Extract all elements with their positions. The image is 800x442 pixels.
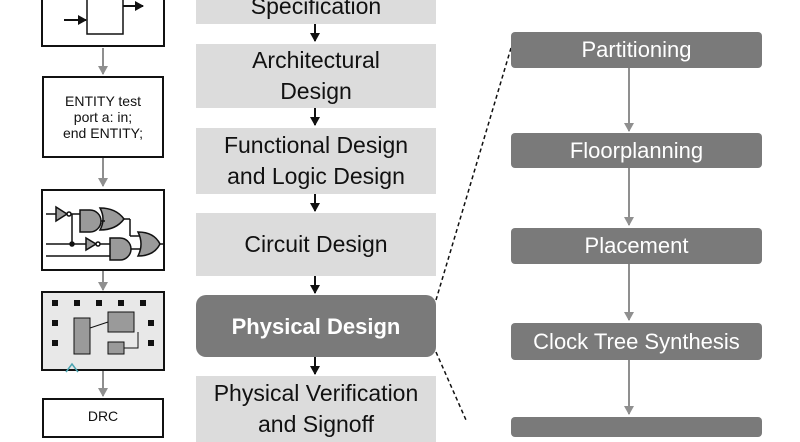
chip-layout-icon [41, 291, 165, 373]
step-circuit-design: Circuit Design [196, 213, 436, 276]
logic-gates-icon [41, 189, 165, 271]
step-specification-label: Specification [250, 0, 382, 19]
step-specification: Specification [196, 0, 436, 24]
drc-box: DRC [42, 398, 164, 438]
substep-floorplanning: Floorplanning [511, 133, 762, 168]
zoom-dashed-lines [435, 47, 512, 420]
step-circuit-design-label: Circuit Design [244, 231, 388, 257]
substep-partitioning: Partitioning [511, 32, 762, 68]
zoom-line-bottom [435, 351, 467, 420]
step-functional-logic-design: Functional Design and Logic Design [196, 128, 436, 194]
step-architectural-design-label: Architectural Design [252, 47, 380, 104]
substep-clock-tree-synthesis-label: Clock Tree Synthesis [533, 328, 740, 354]
step-architectural-design: Architectural Design [196, 44, 436, 108]
substep-partitioning-label: Partitioning [581, 37, 692, 62]
design-flow-diagram: ENTITY test port a: in; end ENTITY; DRC … [41, 0, 762, 442]
substep-next-partial [511, 417, 762, 437]
step-physical-design-label: Physical Design [231, 313, 401, 339]
step-functional-logic-design-label: Functional Design and Logic Design [223, 132, 409, 189]
connector-layer [41, 0, 634, 420]
hdl-code-snippet: ENTITY test port a: in; end ENTITY; [42, 76, 164, 158]
step-physical-verification-signoff: Physical Verification and Signoff [196, 376, 436, 442]
block-diagram-icon [41, 0, 165, 47]
substep-clock-tree-synthesis: Clock Tree Synthesis [511, 323, 762, 360]
step-physical-verification-signoff-label: Physical Verification and Signoff [213, 380, 419, 437]
substep-placement: Placement [511, 228, 762, 264]
substep-placement-label: Placement [584, 233, 689, 258]
substep-floorplanning-label: Floorplanning [569, 137, 704, 163]
zoom-line-top [435, 47, 512, 301]
step-physical-design: Physical Design [196, 295, 436, 357]
